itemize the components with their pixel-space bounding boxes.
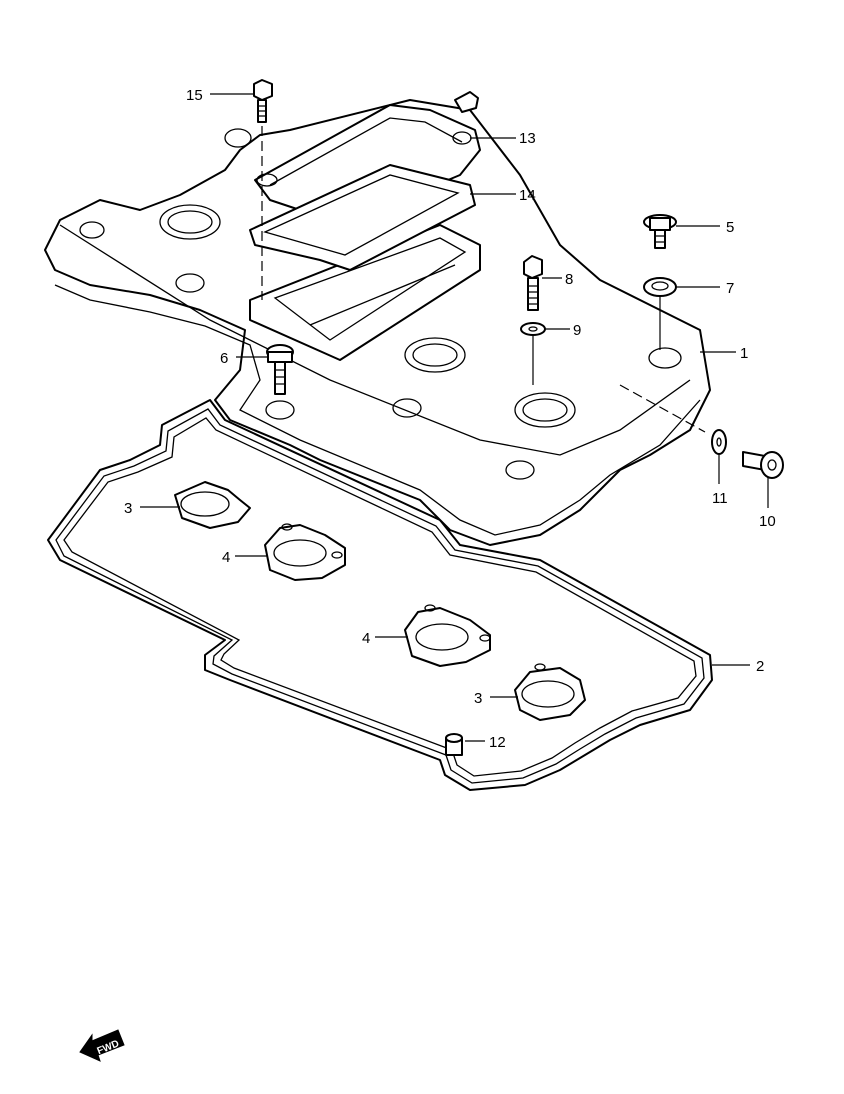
bolt-15 <box>253 79 273 300</box>
leader-lines <box>140 93 769 742</box>
bolt-5 <box>643 214 677 249</box>
bolt-10 <box>742 451 784 479</box>
callout-4a: 4 <box>222 549 230 566</box>
grommet-7 <box>643 277 677 350</box>
washer-11 <box>711 429 727 455</box>
bolt-8 <box>523 255 543 311</box>
breather-cover-gasket <box>249 164 476 271</box>
callout-6: 6 <box>220 350 228 367</box>
dowel-pin-12 <box>445 733 463 756</box>
callout-4b: 4 <box>362 630 370 647</box>
cylinder-head-cover <box>44 99 711 546</box>
plug-hole-seal-3a <box>174 481 251 529</box>
callout-1: 1 <box>740 345 748 362</box>
callout-14: 14 <box>519 187 536 204</box>
bolt-6 <box>266 344 294 395</box>
callout-13: 13 <box>519 130 536 147</box>
plug-hole-seal-3b <box>514 663 586 721</box>
callout-3a: 3 <box>124 500 132 517</box>
callout-7: 7 <box>726 280 734 297</box>
callout-3b: 3 <box>474 690 482 707</box>
forward-arrow-icon: FWD <box>79 1029 125 1062</box>
plug-hole-seal-4b <box>404 604 491 667</box>
callout-8: 8 <box>565 271 573 288</box>
callout-12: 12 <box>489 734 506 751</box>
breather-cover <box>254 91 481 226</box>
callout-9: 9 <box>573 322 581 339</box>
callout-labels: 15 13 14 5 8 7 9 1 6 11 10 3 4 4 2 3 12 <box>124 87 776 751</box>
callout-11: 11 <box>712 490 728 507</box>
callout-10: 10 <box>759 513 776 530</box>
washer-9 <box>520 322 546 385</box>
callout-15: 15 <box>186 87 203 104</box>
plug-hole-seal-4a <box>264 523 346 581</box>
callout-2: 2 <box>756 658 764 675</box>
callout-5: 5 <box>726 219 734 236</box>
